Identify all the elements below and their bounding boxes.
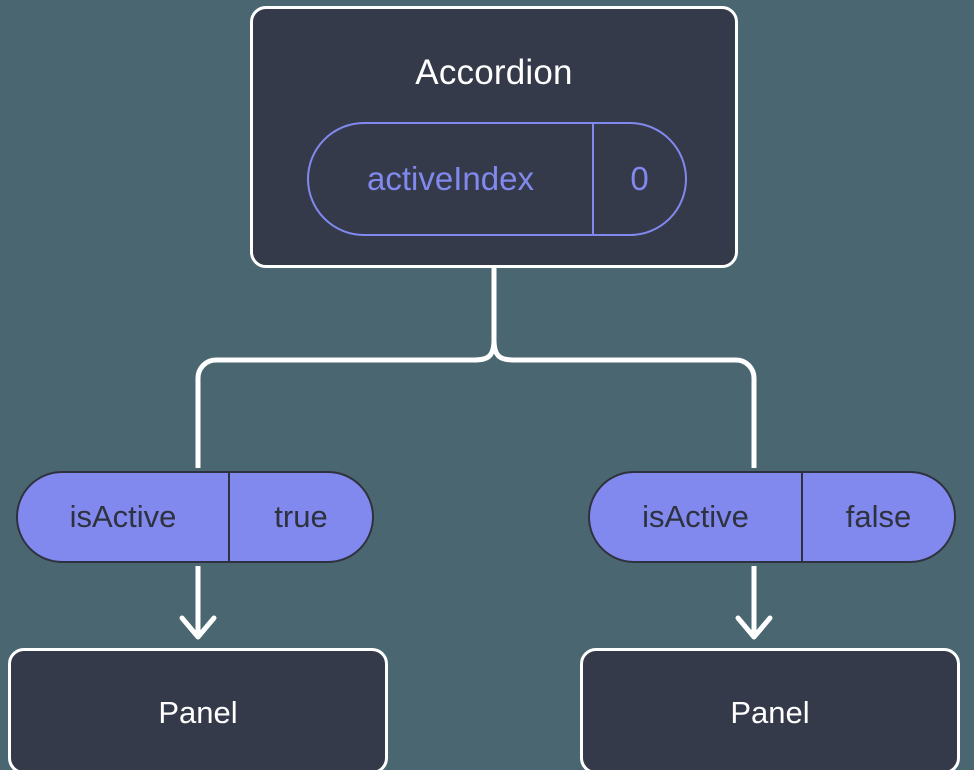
- prop-pill-value: false: [845, 499, 912, 534]
- arrow-head-right: [735, 615, 773, 640]
- prop-pill-is-active-false[interactable]: isActive false: [588, 471, 956, 563]
- prop-pill-is-active-true[interactable]: isActive true: [16, 471, 374, 563]
- panel-node-left[interactable]: Panel: [8, 648, 388, 770]
- prop-pill-key: isActive: [18, 473, 230, 561]
- panel-title: Panel: [730, 695, 810, 730]
- branch-line-right: [491, 339, 757, 468]
- accordion-title: Accordion: [415, 53, 573, 92]
- prop-pill-value: true: [274, 499, 328, 534]
- state-pill-key: activeIndex: [309, 124, 594, 234]
- state-pill-active-index[interactable]: activeIndex 0: [307, 122, 687, 236]
- prop-pill-key: isActive: [590, 473, 803, 561]
- branch-line-left: [195, 339, 497, 468]
- state-pill-value: 0: [630, 160, 649, 197]
- accordion-node[interactable]: Accordion activeIndex 0: [250, 6, 738, 268]
- panel-node-right[interactable]: Panel: [580, 648, 960, 770]
- arrow-head-left: [179, 615, 217, 640]
- panel-title: Panel: [158, 695, 238, 730]
